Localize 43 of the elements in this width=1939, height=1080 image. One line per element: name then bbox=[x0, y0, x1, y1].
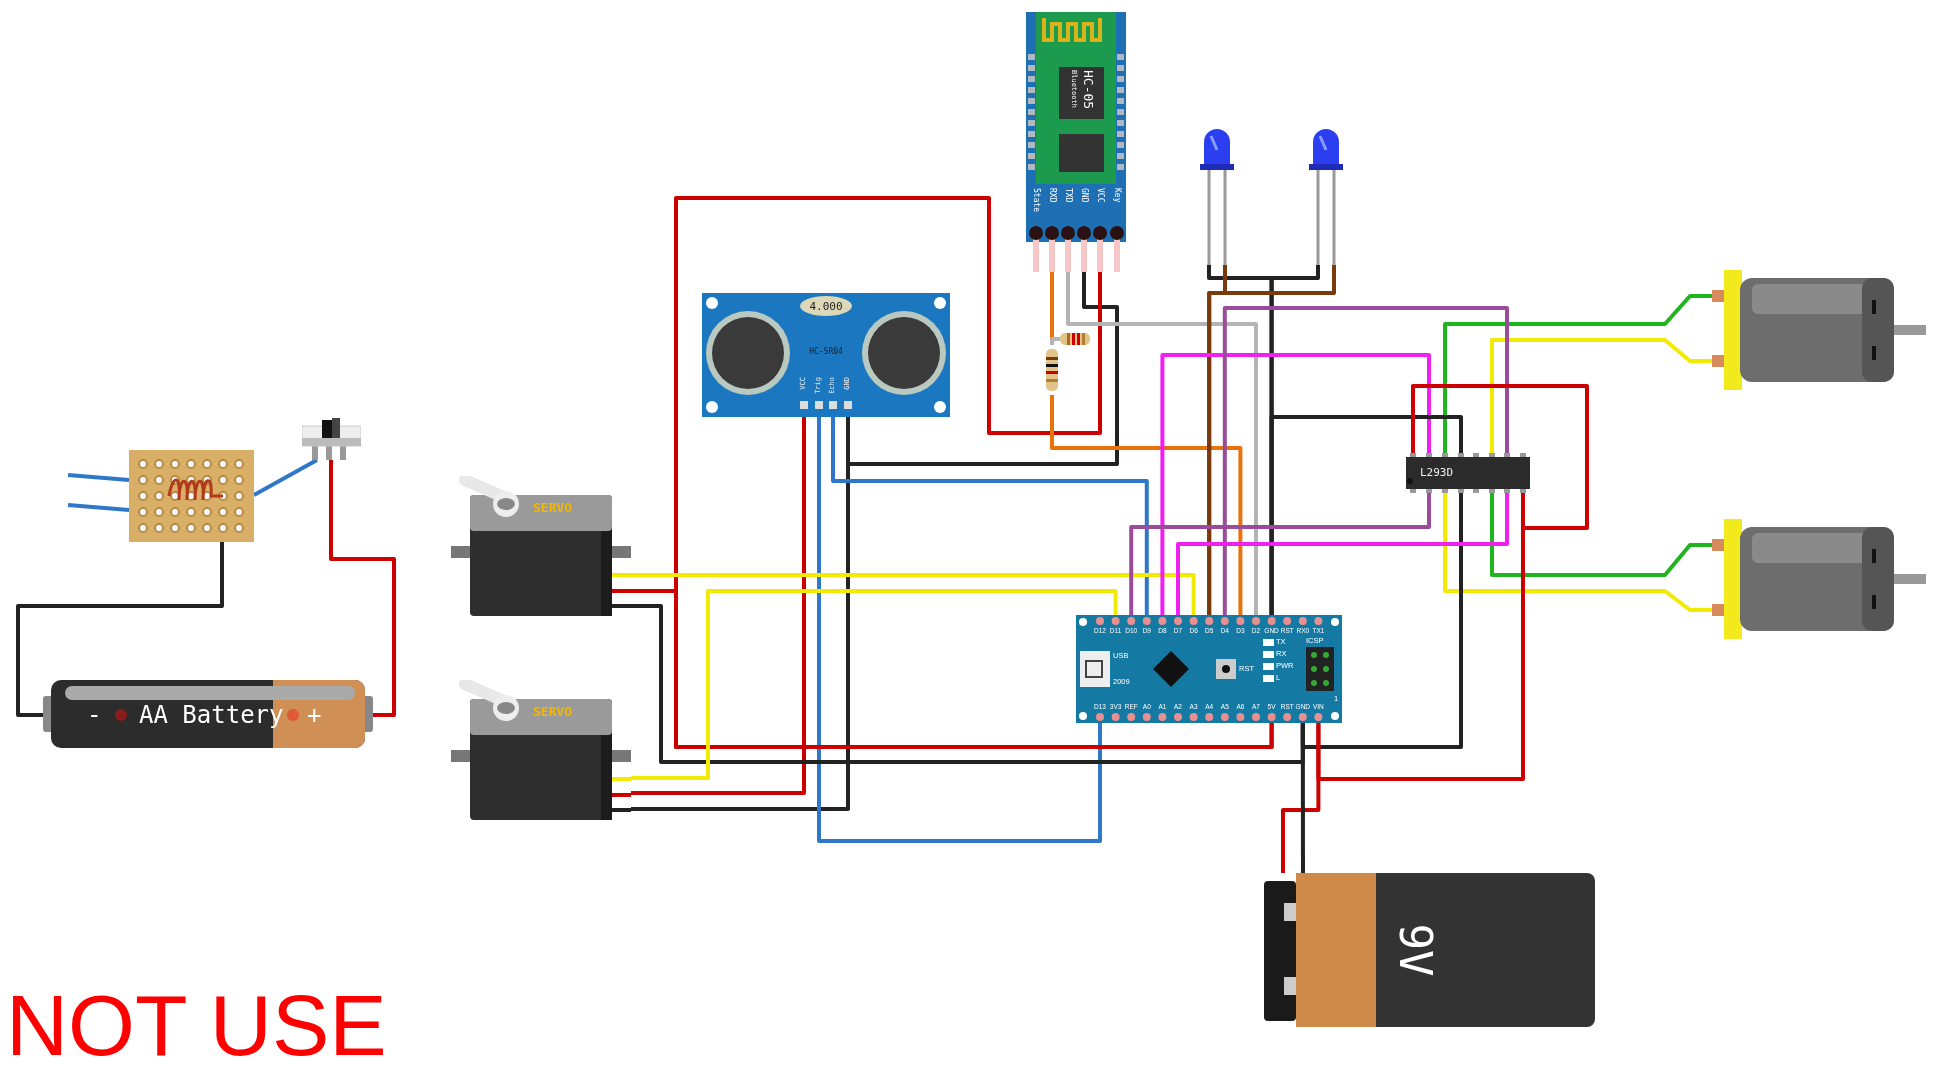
wire bbox=[16, 542, 224, 717]
wire bbox=[1129, 493, 1431, 615]
wire bbox=[1281, 723, 1321, 873]
wire bbox=[1207, 265, 1336, 615]
servo-label: SERVO bbox=[533, 501, 573, 514]
display-reading: 4.000 bbox=[809, 301, 843, 312]
pin-label: State bbox=[1032, 188, 1040, 213]
pin-label: VCC bbox=[1096, 188, 1104, 203]
wire bbox=[1050, 337, 1060, 345]
wire bbox=[631, 589, 1118, 780]
wire bbox=[1300, 723, 1305, 873]
pin-label: Key bbox=[1113, 188, 1121, 203]
wire bbox=[253, 458, 318, 497]
wire bbox=[1411, 384, 1589, 530]
wire bbox=[1222, 306, 1509, 615]
wire bbox=[831, 417, 1149, 615]
wire bbox=[631, 417, 806, 795]
pin-label: TXD bbox=[1064, 188, 1072, 203]
pin-label: GND bbox=[1080, 188, 1088, 203]
chip-label: L293D bbox=[1420, 467, 1454, 478]
wire bbox=[1443, 493, 1712, 612]
battery-label: 9V bbox=[1393, 923, 1438, 977]
wire bbox=[1160, 353, 1431, 615]
module-label: HC-SR04 bbox=[809, 348, 843, 356]
wire bbox=[67, 473, 130, 482]
wire bbox=[329, 460, 396, 717]
wire bbox=[1176, 493, 1509, 615]
wire bbox=[631, 589, 1274, 749]
wire bbox=[1066, 272, 1258, 615]
servo-label: SERVO bbox=[533, 705, 573, 718]
wire bbox=[1490, 338, 1712, 453]
wire bbox=[1490, 493, 1712, 577]
wire bbox=[631, 573, 1196, 615]
pin-label: RXD bbox=[1048, 188, 1056, 203]
wire bbox=[1050, 395, 1243, 615]
wire bbox=[1269, 415, 1463, 615]
module-label: HC-05 bbox=[1082, 70, 1095, 110]
wire bbox=[67, 503, 130, 512]
polarity-sign: - bbox=[87, 703, 102, 727]
wire bbox=[817, 417, 1102, 843]
note-text: NOT USE bbox=[6, 982, 387, 1068]
polarity-sign: + bbox=[307, 703, 322, 727]
wire bbox=[1443, 294, 1712, 453]
